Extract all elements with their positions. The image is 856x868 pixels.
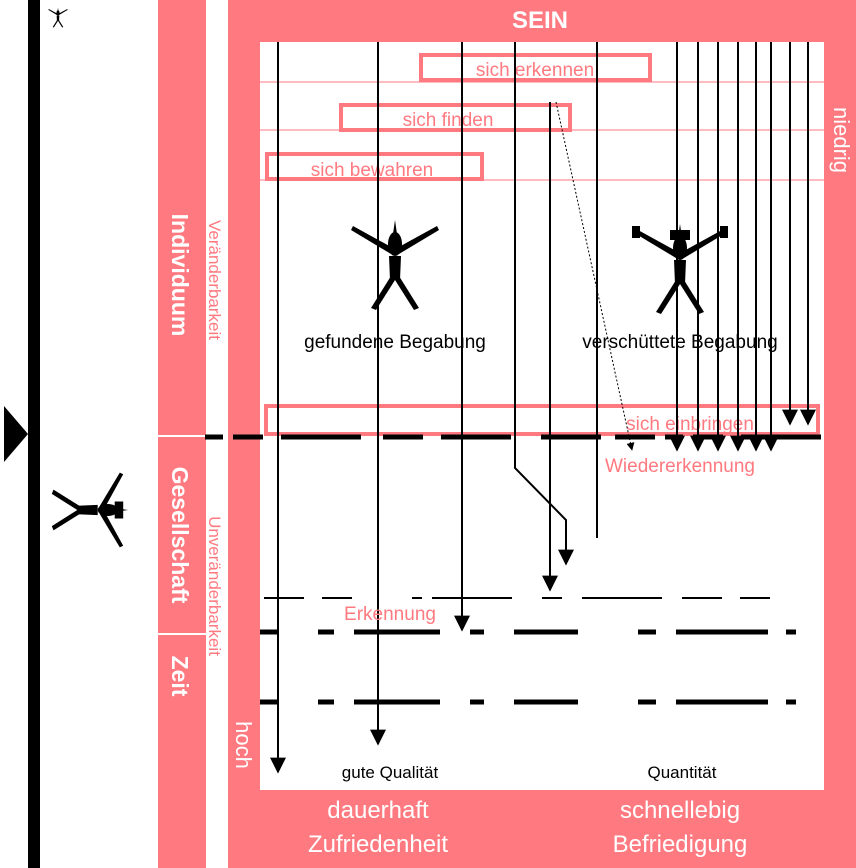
side-figure-icon — [51, 472, 129, 548]
triangle-marker-icon — [4, 406, 28, 462]
label-unveraenderbarkeit: Unveränderbarkeit — [205, 516, 224, 656]
frame-right-bar — [824, 0, 856, 868]
caption-verschuettete-begabung: verschüttete Begabung — [582, 332, 777, 353]
bottom-left-line1: dauerhaft — [327, 797, 429, 824]
label-quantitaet: Quantität — [648, 763, 717, 782]
vertical-arrows — [270, 42, 816, 774]
box-sich-bewahren-label: sich bewahren — [311, 160, 434, 181]
label-individuum: Individuum — [167, 214, 193, 337]
constrained-figure-icon — [632, 224, 728, 314]
box-sich-bewahren — [265, 152, 484, 181]
frame-bottom-bar — [228, 790, 856, 868]
box-sich-erkennen-label: sich erkennen — [476, 60, 594, 81]
box-sich-finden-label: sich finden — [403, 110, 494, 131]
label-veraenderbarkeit: Veränderbarkeit — [205, 220, 224, 340]
bottom-right-line2: Befriedigung — [613, 831, 748, 858]
open-figure-icon — [351, 220, 439, 310]
title-sein: SEIN — [512, 7, 568, 34]
label-niedrig: niedrig — [829, 107, 854, 173]
label-erkennung: Erkennung — [344, 604, 436, 625]
box-sich-einbringen — [264, 404, 820, 436]
frame-left-bar — [228, 0, 260, 868]
label-gesellschaft: Gesellschaft — [167, 467, 193, 604]
small-figure-icon — [48, 7, 68, 28]
box-sich-finden — [339, 103, 572, 132]
side-column — [158, 0, 206, 868]
label-wiedererkennung: Wiedererkennung — [605, 456, 755, 477]
left-axis-bar — [28, 0, 40, 868]
bottom-right-line1: schnellebig — [620, 797, 740, 824]
box-sich-einbringen-label: sich einbringen — [626, 414, 754, 435]
bottom-left-line2: Zufriedenheit — [308, 831, 448, 858]
box-sich-erkennen — [419, 53, 652, 82]
frame-top-bar — [228, 0, 856, 42]
label-zeit: Zeit — [167, 656, 193, 697]
caption-gefundene-begabung: gefundene Begabung — [304, 332, 486, 353]
label-hoch: hoch — [231, 721, 256, 769]
label-gute-qualitaet: gute Qualität — [342, 763, 439, 782]
